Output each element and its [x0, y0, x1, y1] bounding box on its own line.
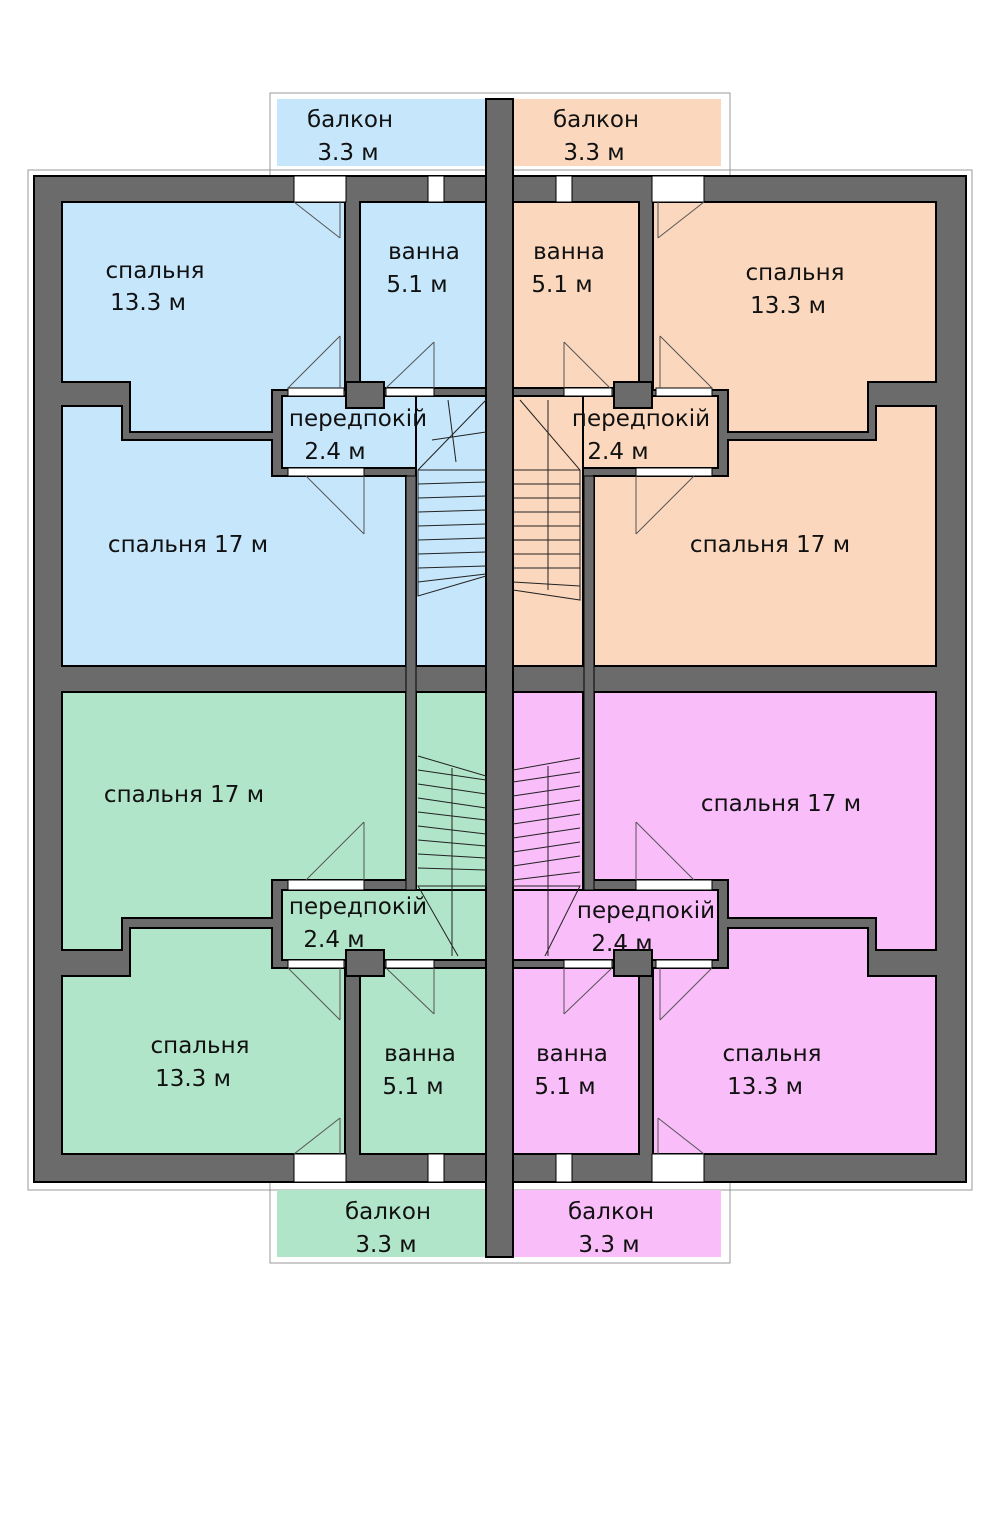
balcony-area: 3.3 м: [563, 140, 624, 166]
bath-top-left: [359, 201, 487, 389]
room-area: 13.3 м: [727, 1074, 803, 1100]
door-swings: [287, 201, 713, 1155]
room-area: 13.3 м: [155, 1066, 231, 1092]
room-area: 5.1 м: [534, 1074, 595, 1100]
openings: [287, 175, 713, 1183]
bath-bottom-right: [512, 967, 640, 1155]
room-label: передпокій: [572, 406, 710, 432]
room-label: ванна: [388, 239, 460, 265]
balcony-bottom-right: [513, 1190, 721, 1257]
balcony-area: 3.3 м: [317, 140, 378, 166]
room-label: спальня: [746, 260, 845, 286]
bath-top-right: [512, 201, 640, 389]
room-area: 5.1 м: [386, 272, 447, 298]
stair-wall-left: [405, 475, 417, 891]
bedroom-large-top-left: [61, 405, 407, 667]
balcony-bottom-left: [277, 1190, 485, 1257]
bedroom-small-bottom-right: [652, 927, 937, 1155]
pilaster: [613, 381, 653, 409]
balcony-top-left: [277, 99, 485, 166]
room-label: спальня 17 м: [690, 532, 850, 558]
balcony-area: 3.3 м: [355, 1232, 416, 1258]
room-label: спальня 17 м: [108, 532, 268, 558]
room-area: 2.4 м: [303, 927, 364, 953]
pilaster: [345, 381, 385, 409]
room-label: спальня: [106, 258, 205, 284]
stair-bottom-right: [512, 757, 581, 957]
room-area: 2.4 м: [304, 439, 365, 465]
bedroom-small-top-left: [61, 201, 346, 433]
party-wall: [485, 98, 514, 1258]
pilaster: [613, 949, 653, 977]
bedroom-large-top-right: [593, 405, 937, 667]
room-label: передпокій: [289, 894, 427, 920]
stair-wall-right: [583, 475, 595, 891]
room-area: 2.4 м: [587, 439, 648, 465]
stair-top-left: [417, 399, 487, 597]
room-label: спальня: [151, 1033, 250, 1059]
hall-bottom-right: [512, 889, 719, 961]
room-label: спальня 17 м: [104, 782, 264, 808]
room-label: передпокій: [577, 898, 715, 924]
stair-bottom-left: [417, 755, 487, 957]
room-area: 2.4 м: [591, 931, 652, 957]
room-area: 13.3 м: [110, 290, 186, 316]
room-area: 13.3 м: [750, 293, 826, 319]
room-area: 5.1 м: [531, 272, 592, 298]
room-label: ванна: [384, 1041, 456, 1067]
room-label: спальня: [723, 1041, 822, 1067]
stair-area-top-left: [415, 395, 487, 667]
pilaster: [345, 949, 385, 977]
stair-top-right: [512, 399, 581, 601]
balcony-label: балкон: [553, 107, 639, 133]
balcony-top-right: [513, 99, 721, 166]
room-label: ванна: [533, 239, 605, 265]
room-area: 5.1 м: [382, 1074, 443, 1100]
balcony-label: балкон: [307, 107, 393, 133]
balcony-label: балкон: [568, 1199, 654, 1225]
balcony-label: балкон: [345, 1199, 431, 1225]
room-label: ванна: [536, 1041, 608, 1067]
balcony-area: 3.3 м: [578, 1232, 639, 1258]
room-label: спальня 17 м: [701, 791, 861, 817]
room-label: передпокій: [289, 406, 427, 432]
